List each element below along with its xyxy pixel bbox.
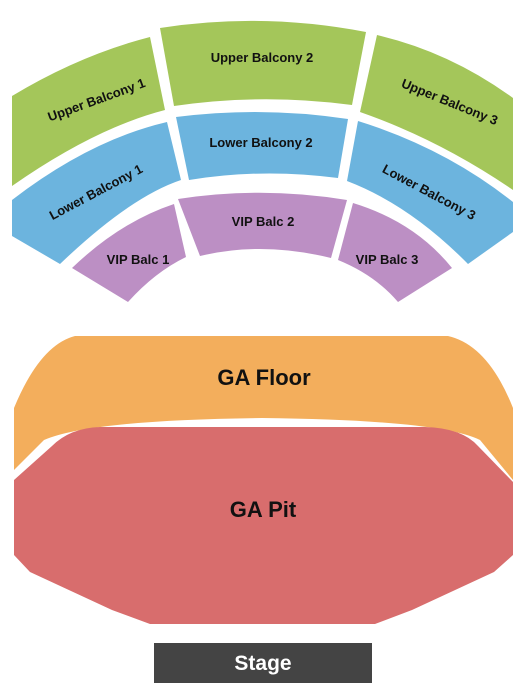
section-upper-balcony-1[interactable]: [12, 37, 165, 186]
section-ga-floor[interactable]: [14, 336, 513, 480]
stage: [154, 643, 372, 683]
label-stage: Stage: [234, 652, 291, 675]
section-vip-balc-3[interactable]: [338, 203, 452, 302]
section-ga-pit[interactable]: [14, 427, 513, 624]
label-ga-pit: GA Pit: [230, 497, 297, 522]
label-vip-balc-1: VIP Balc 1: [107, 252, 170, 267]
section-vip-balc-2[interactable]: [178, 192, 347, 258]
section-lower-balcony-2[interactable]: [176, 111, 348, 180]
label-upper-balcony-2: Upper Balcony 2: [211, 50, 314, 65]
section-lower-balcony-3[interactable]: [347, 121, 513, 264]
label-vip-balc-2: VIP Balc 2: [232, 214, 295, 229]
section-upper-balcony-3[interactable]: [360, 35, 513, 190]
label-ga-floor: GA Floor: [217, 365, 311, 390]
label-lower-balcony-2: Lower Balcony 2: [209, 135, 312, 150]
label-vip-balc-3: VIP Balc 3: [356, 252, 419, 267]
section-upper-balcony-2[interactable]: [160, 20, 366, 107]
section-lower-balcony-1[interactable]: [12, 122, 181, 264]
section-vip-balc-1[interactable]: [72, 204, 186, 302]
